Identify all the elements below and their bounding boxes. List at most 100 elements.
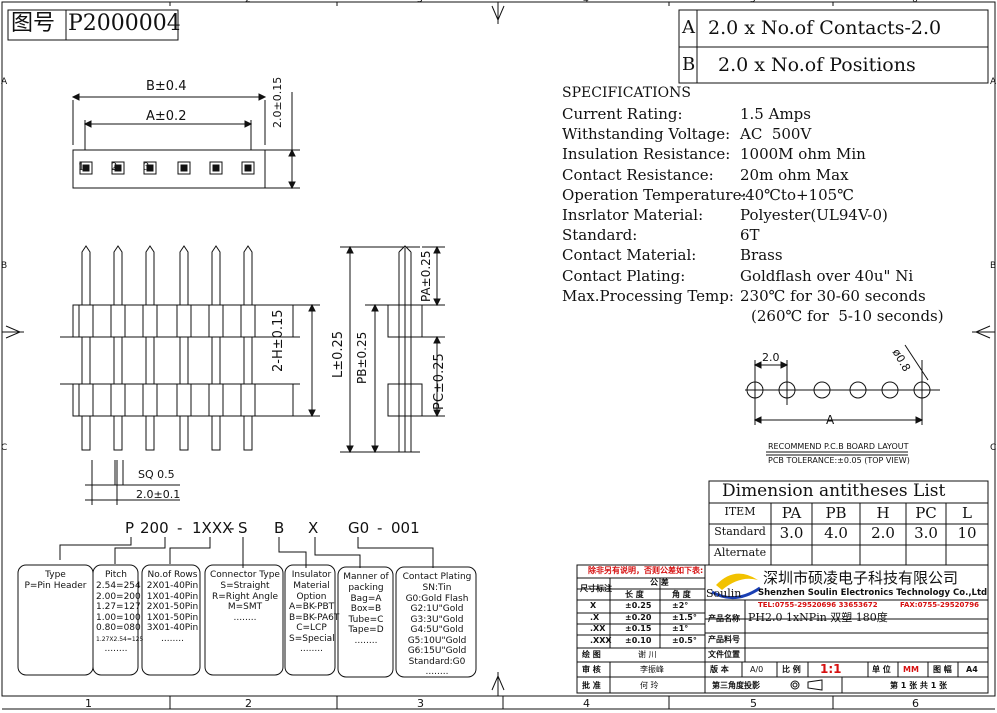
- approve-by: 何 玲: [640, 681, 659, 690]
- version: A/0: [750, 665, 764, 674]
- legend-line: 1.27X2.54=125: [96, 635, 144, 643]
- tolerance-angle: ±2°: [672, 601, 689, 610]
- pcb-subtitle: PCB TOLERANCE:±0.05 (TOP VIEW): [768, 456, 910, 465]
- legend-line: G3:3U"Gold: [410, 614, 464, 625]
- frame-number-top: 3: [417, 0, 423, 5]
- unit: MM: [903, 665, 919, 674]
- pin-housing-lower: [78, 383, 94, 417]
- pcb-hole: [746, 381, 764, 399]
- spec-label: Withstanding Voltage:: [562, 125, 731, 144]
- company-logo: Soulin: [706, 587, 742, 600]
- tolerance-length: ±0.10: [625, 635, 652, 645]
- legend-line: Option: [296, 591, 327, 602]
- legend-line: ........: [354, 635, 378, 646]
- part-number-segment: 001: [391, 519, 420, 537]
- legend-line: 3X01-40Pin: [146, 623, 199, 633]
- size-label: 图 幅: [933, 665, 952, 674]
- legend-line: Bag=A: [350, 593, 382, 604]
- legend-title: Insulator: [291, 570, 332, 580]
- legend-line: Material: [293, 581, 330, 591]
- legend-line: ........: [425, 667, 449, 677]
- spec-heading: SPECIFICATIONS: [562, 85, 691, 101]
- tolerance-angle: ±0.5°: [672, 635, 697, 645]
- dim-h20: 2.0±0.15: [271, 76, 284, 128]
- pcb-hole: [849, 381, 867, 399]
- frame-number-bottom: 6: [912, 697, 919, 710]
- legend-title: Type: [45, 570, 66, 580]
- dim-pa: PA±0.25: [419, 250, 433, 302]
- pcb-hole: [813, 381, 831, 399]
- pin-housing-upper: [78, 304, 94, 338]
- part-number-segment: B: [274, 519, 285, 537]
- tolerance-length: ±0.20: [625, 612, 652, 622]
- spec-value: Polyester(UL94V-0): [740, 206, 888, 224]
- dimension-table-cell: PC: [915, 504, 937, 522]
- drawn-label: 绘 图: [582, 650, 601, 659]
- frame-number-bottom: 1: [85, 697, 92, 710]
- version-label: 版 本: [710, 665, 729, 674]
- dim-pb: PB±0.25: [355, 331, 369, 384]
- legend-line: packing: [348, 583, 384, 593]
- part-number-segment: -: [229, 519, 235, 537]
- pcb-hole: [913, 381, 931, 399]
- formula-b-key: B: [682, 54, 696, 75]
- legend-title: Pitch: [105, 570, 127, 580]
- legend-line: ........: [233, 612, 257, 623]
- spec-value: 6T: [740, 226, 760, 245]
- pin-housing-lower: [240, 383, 256, 417]
- part-number-segment: X: [308, 519, 319, 537]
- legend-title: Connector Type: [210, 570, 280, 580]
- legend-line: 1X01-40Pin: [146, 591, 199, 602]
- dimension-table-cell: Standard: [714, 525, 766, 538]
- spec-label: Max.Processing Temp:: [562, 286, 734, 305]
- frame-number-top: 4: [583, 0, 589, 5]
- dimension-table-cell: L: [962, 504, 972, 522]
- drawing-no-label: 图号: [11, 11, 56, 36]
- dim-pc: PC±0.25: [432, 353, 447, 410]
- file-location-label: 文件位置: [708, 650, 740, 659]
- scale-label: 比 例: [782, 665, 801, 674]
- product-no-label: 产品料号: [708, 635, 740, 644]
- pin-housing-upper: [240, 304, 256, 338]
- pin-housing-upper: [110, 304, 126, 338]
- spec-label: Operation Temperature:: [562, 185, 747, 204]
- legend-line: G5:10U"Gold: [407, 635, 467, 646]
- pin-top-core: [114, 164, 122, 172]
- spec-value: Goldflash over 40u" Ni: [740, 266, 914, 285]
- tolerance-angle: ±1.5°: [672, 612, 697, 622]
- dimension-table-cell: 4.0: [824, 524, 848, 542]
- pin-label-3: 3: [143, 162, 150, 173]
- drawn-by: 谢 川: [638, 650, 657, 659]
- pin: [113, 245, 123, 451]
- company-name-en: Shenzhen Soulin Electronics Technology C…: [758, 588, 988, 598]
- legend-line: 0.80=080: [96, 623, 141, 633]
- spec-value: 230℃ for 30-60 seconds: [740, 286, 926, 305]
- part-number-segment: -: [177, 519, 183, 537]
- company-tel: TEL:0755-29520696 33653672: [758, 601, 878, 609]
- pin-label-1: 1: [78, 162, 85, 173]
- legend-line: R=Right Angle: [212, 591, 278, 602]
- frame-number-bottom: 4: [583, 697, 590, 710]
- legend-title: Manner of: [343, 572, 389, 582]
- frame-letter-right: C: [990, 443, 997, 453]
- dim-l: L±0.25: [331, 330, 346, 378]
- pin: [211, 245, 221, 451]
- dimension-table-cell: H: [876, 504, 890, 522]
- frame-letter-left: B: [1, 261, 8, 271]
- frame-number-top: 6: [912, 0, 918, 5]
- frame-letter-left: C: [1, 443, 8, 453]
- dim-sq: SQ 0.5: [138, 468, 175, 481]
- frame-letter-right: A: [990, 77, 997, 87]
- pin: [243, 245, 253, 451]
- tolerance-col-angle: 角 度: [672, 590, 691, 599]
- spec-label: Insulation Resistance:: [562, 145, 731, 164]
- legend-line: Standard:G0: [408, 656, 466, 667]
- legend-line: A=BK-PBT: [289, 602, 335, 612]
- pin-housing-lower: [110, 383, 126, 417]
- legend-line: G6:15U"Gold: [407, 646, 467, 656]
- tolerance-angle: ±1°: [672, 624, 689, 633]
- pcb-a: A: [826, 413, 835, 427]
- spec-label: Current Rating:: [562, 105, 683, 123]
- legend-line: G0:Gold Flash: [405, 593, 469, 604]
- page-count: 第 1 张 共 1 张: [890, 681, 948, 690]
